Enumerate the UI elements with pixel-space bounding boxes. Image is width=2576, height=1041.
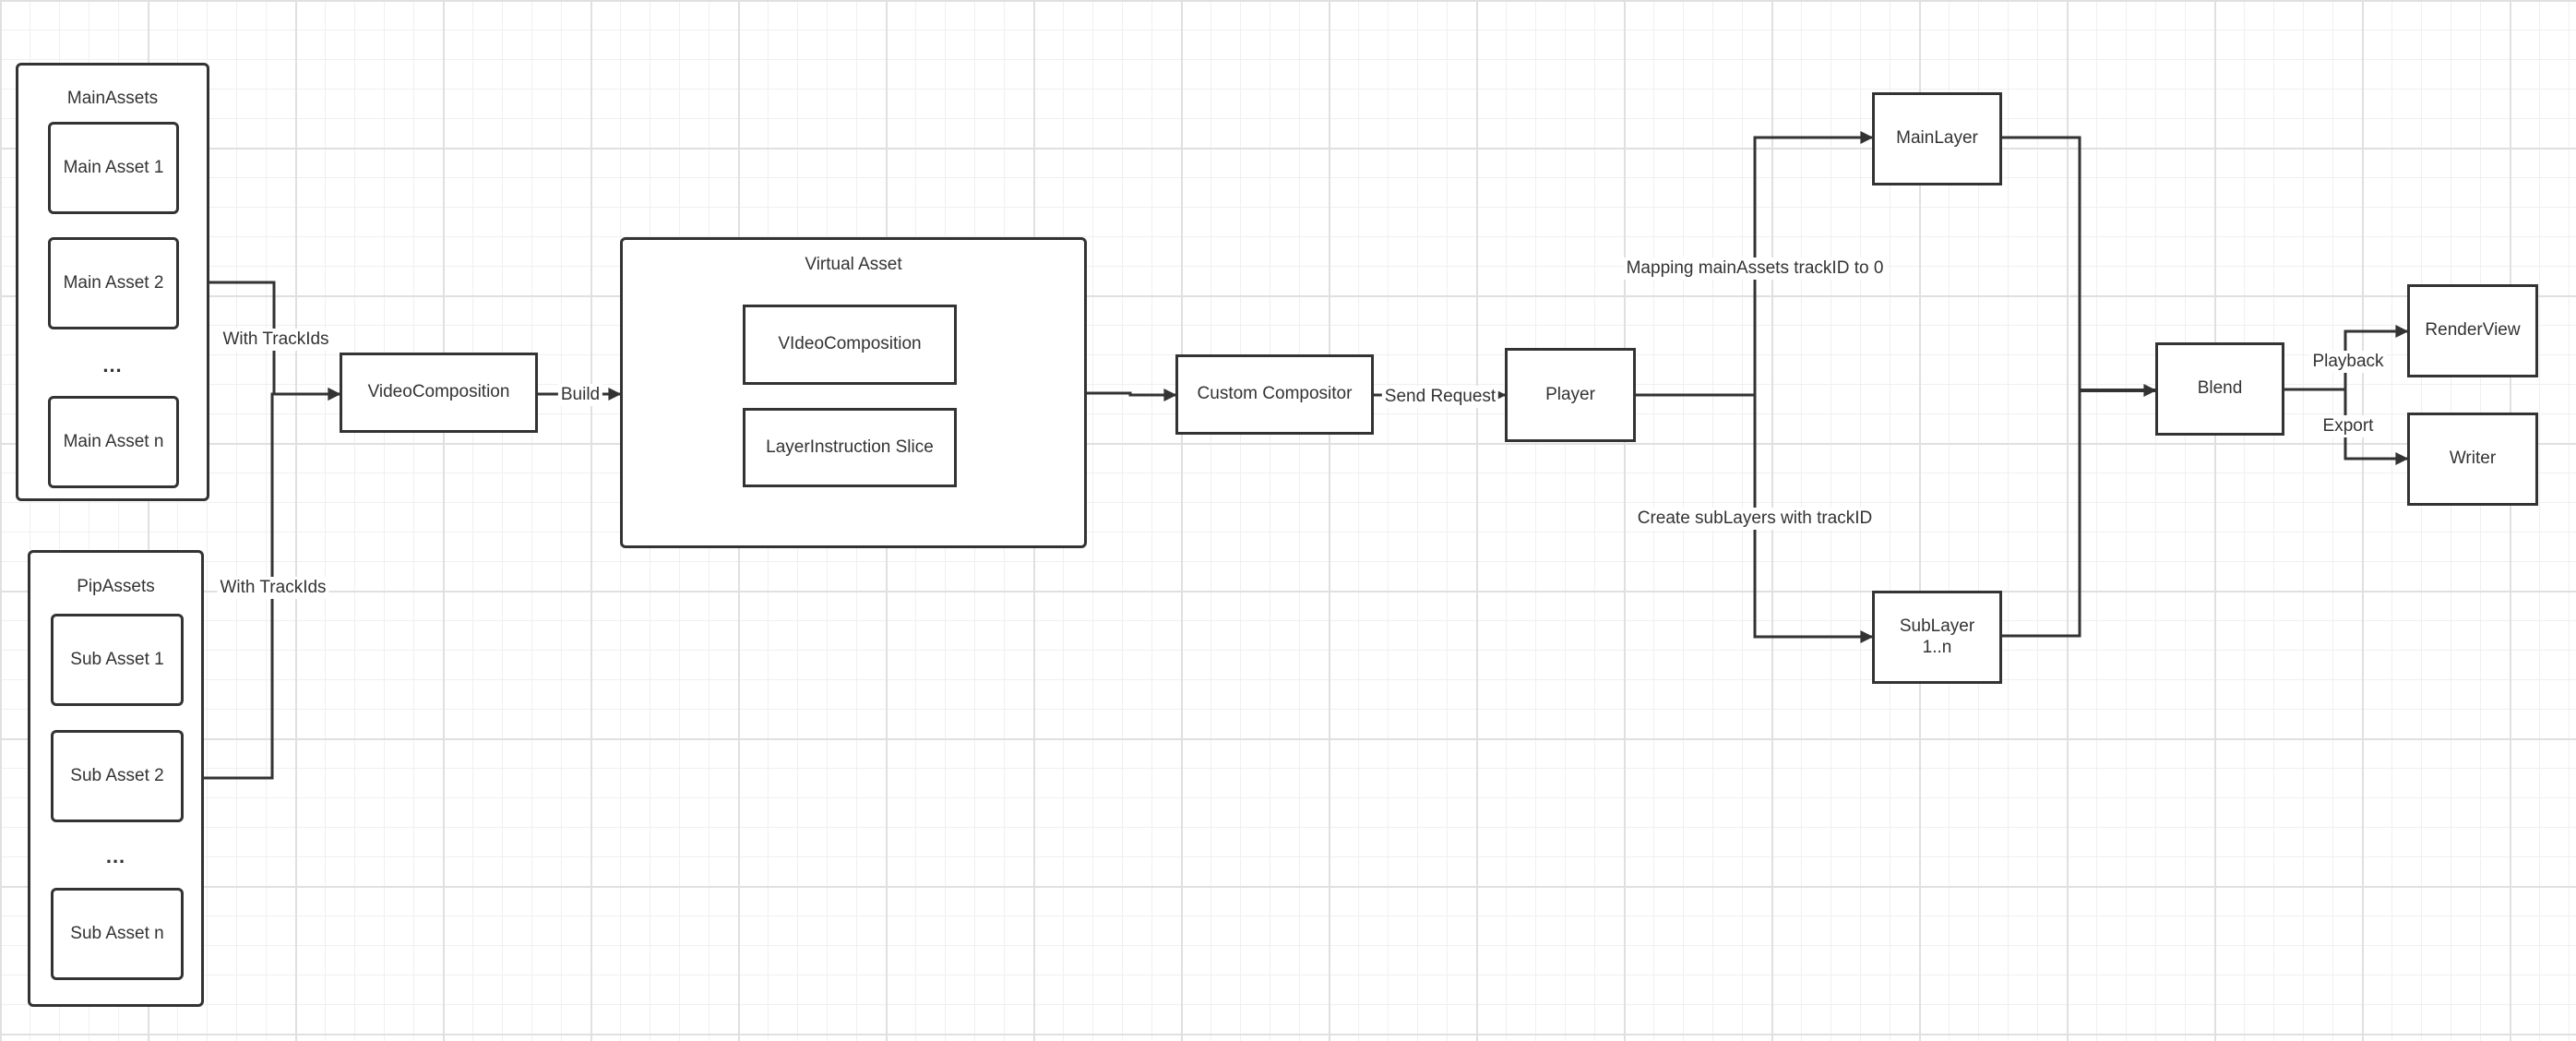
sub-asset-2[interactable]: Sub Asset 2 xyxy=(51,730,184,822)
edge-label-export: Export xyxy=(2320,415,2377,437)
edge-player-to-mainlayer xyxy=(1753,131,1874,395)
main-asset-n[interactable]: Main Asset n xyxy=(48,396,179,488)
edge-label-mapping: Mapping mainAssets trackID to 0 xyxy=(1623,257,1887,280)
edge-label-with-trackids-top: With TrackIds xyxy=(220,329,332,351)
main-assets-group[interactable]: MainAssets Main Asset 1 Main Asset 2 ...… xyxy=(16,63,209,501)
edge-label-send-request: Send Request xyxy=(1381,386,1499,408)
edge-label-with-trackids-bottom: With TrackIds xyxy=(217,577,329,599)
edge-label-create-sublayers: Create subLayers with trackID xyxy=(1634,508,1876,530)
virtual-video-composition[interactable]: VIdeoComposition xyxy=(743,305,957,385)
sub-asset-2-label: Sub Asset 2 xyxy=(70,765,164,785)
edge-label-build: Build xyxy=(557,384,603,406)
edge-mainlayer-to-blend xyxy=(2002,136,2081,390)
blend-node[interactable]: Blend xyxy=(2155,342,2284,436)
sub-layer-label: SubLayer 1..n xyxy=(1899,616,1975,657)
main-assets-ellipsis: ... xyxy=(102,353,123,377)
sub-layer-node[interactable]: SubLayer 1..n xyxy=(1872,591,2002,684)
virtual-asset-title: Virtual Asset xyxy=(805,255,902,274)
video-composition-label: VideoComposition xyxy=(367,382,510,402)
pip-assets-ellipsis: ... xyxy=(105,844,126,868)
writer-node[interactable]: Writer xyxy=(2407,413,2538,506)
render-view-label: RenderView xyxy=(2425,320,2521,341)
sub-asset-n-label: Sub Asset n xyxy=(70,923,164,943)
layer-instruction-slice[interactable]: LayerInstruction Slice xyxy=(743,408,957,487)
sub-asset-1[interactable]: Sub Asset 1 xyxy=(51,614,184,706)
player-node[interactable]: Player xyxy=(1505,348,1636,442)
main-assets-title: MainAssets xyxy=(66,89,159,108)
sub-asset-n[interactable]: Sub Asset n xyxy=(51,888,184,980)
writer-label: Writer xyxy=(2449,449,2497,469)
blend-label: Blend xyxy=(2197,378,2243,399)
pip-assets-title: PipAssets xyxy=(77,577,155,596)
render-view-node[interactable]: RenderView xyxy=(2407,284,2538,377)
edge-player-to-sublayer xyxy=(1753,395,1874,643)
edge-virtualasset-to-customcompositor xyxy=(1087,389,1177,401)
edge-blend-to-writer xyxy=(2343,389,2409,465)
custom-compositor-label: Custom Compositor xyxy=(1197,384,1353,404)
virtual-video-composition-label: VIdeoComposition xyxy=(778,334,922,354)
video-composition-node[interactable]: VideoComposition xyxy=(340,353,538,433)
main-layer-label: MainLayer xyxy=(1896,128,1978,149)
sub-asset-1-label: Sub Asset 1 xyxy=(70,649,164,669)
main-asset-n-label: Main Asset n xyxy=(63,431,164,451)
edge-label-playback: Playback xyxy=(2309,351,2387,373)
main-asset-1[interactable]: Main Asset 1 xyxy=(48,122,179,214)
main-layer-node[interactable]: MainLayer xyxy=(1872,92,2002,185)
player-label: Player xyxy=(1545,384,1595,404)
main-asset-1-label: Main Asset 1 xyxy=(63,157,164,177)
edge-sublayer-to-blend xyxy=(2002,390,2081,638)
main-asset-2-label: Main Asset 2 xyxy=(63,272,164,293)
virtual-asset-group[interactable]: Virtual Asset VIdeoComposition LayerInst… xyxy=(620,237,1087,548)
layer-instruction-slice-label: LayerInstruction Slice xyxy=(766,437,934,457)
custom-compositor-node[interactable]: Custom Compositor xyxy=(1175,354,1374,435)
main-asset-2[interactable]: Main Asset 2 xyxy=(48,237,179,329)
pip-assets-group[interactable]: PipAssets Sub Asset 1 Sub Asset 2 ... Su… xyxy=(28,550,204,1007)
